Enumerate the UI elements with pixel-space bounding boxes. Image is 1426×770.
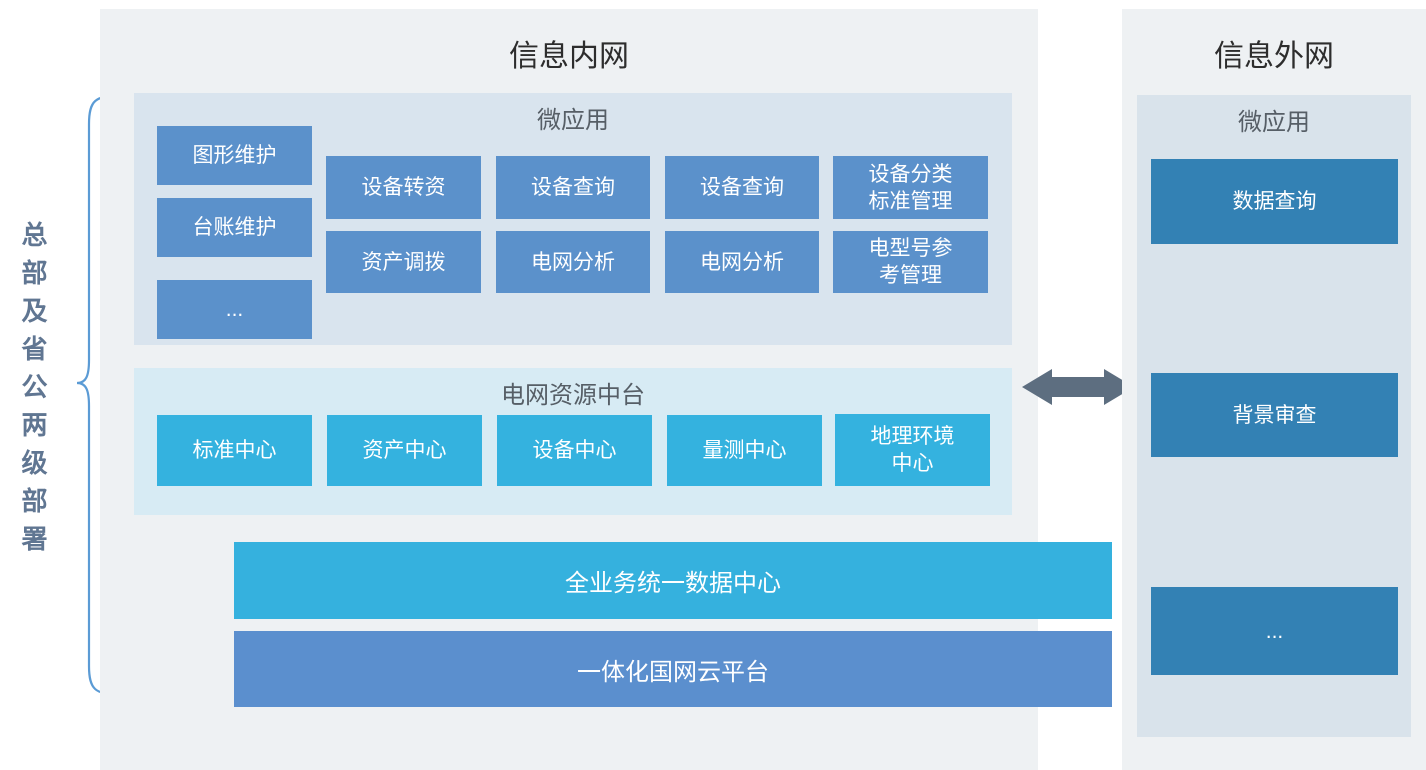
extranet-app-box: 背景审查 [1151, 373, 1398, 457]
deployment-scope-label: 总部及省公两级部署 [18, 221, 48, 563]
extranet-microapps-heading: 微应用 [1238, 109, 1310, 136]
center-box: 地理环境 中心 [835, 414, 990, 486]
bidirectional-arrow-icon [1022, 369, 1134, 405]
center-box: 量测中心 [667, 415, 822, 486]
state-grid-cloud-bar: 一体化国网云平台 [234, 631, 1112, 707]
extranet-app-box-more: ... [1151, 587, 1398, 675]
microapp-box: 电网分析 [496, 231, 650, 293]
intranet-microapps-heading: 微应用 [537, 107, 609, 134]
center-box: 资产中心 [327, 415, 482, 486]
grid-resource-platform-heading: 电网资源中台 [501, 382, 645, 409]
extranet-microapps-section: 微应用 数据查询 背景审查 ... [1137, 95, 1411, 737]
intranet-panel: 信息内网 微应用 图形维护 台账维护 ... 设备转资 设备查询 设备查询 设备… [100, 9, 1112, 770]
microapp-box: 设备查询 [496, 156, 650, 219]
extranet-panel: 信息外网 微应用 数据查询 背景审查 ... [1122, 9, 1426, 770]
microapp-box-more: ... [157, 280, 312, 339]
center-box: 标准中心 [157, 415, 312, 486]
microapp-box: 设备转资 [326, 156, 481, 219]
microapp-box: 设备分类 标准管理 [833, 156, 988, 219]
intranet-microapps-section: 微应用 图形维护 台账维护 ... 设备转资 设备查询 设备查询 设备分类 标准… [134, 93, 1012, 345]
microapp-box: 台账维护 [157, 198, 312, 257]
extranet-title: 信息外网 [1214, 40, 1334, 73]
center-box: 设备中心 [497, 415, 652, 486]
microapp-box: 图形维护 [157, 126, 312, 185]
microapp-box: 电网分析 [665, 231, 819, 293]
microapp-box: 资产调拨 [326, 231, 481, 293]
brace-icon [76, 94, 120, 696]
microapp-box: 设备查询 [665, 156, 819, 219]
grid-resource-platform-section: 电网资源中台 标准中心 资产中心 设备中心 量测中心 地理环境 中心 [134, 368, 1012, 515]
extranet-app-box: 数据查询 [1151, 159, 1398, 244]
microapp-box: 电型号参 考管理 [833, 231, 988, 293]
unified-data-center-bar: 全业务统一数据中心 [234, 542, 1112, 619]
intranet-title: 信息内网 [509, 40, 629, 73]
